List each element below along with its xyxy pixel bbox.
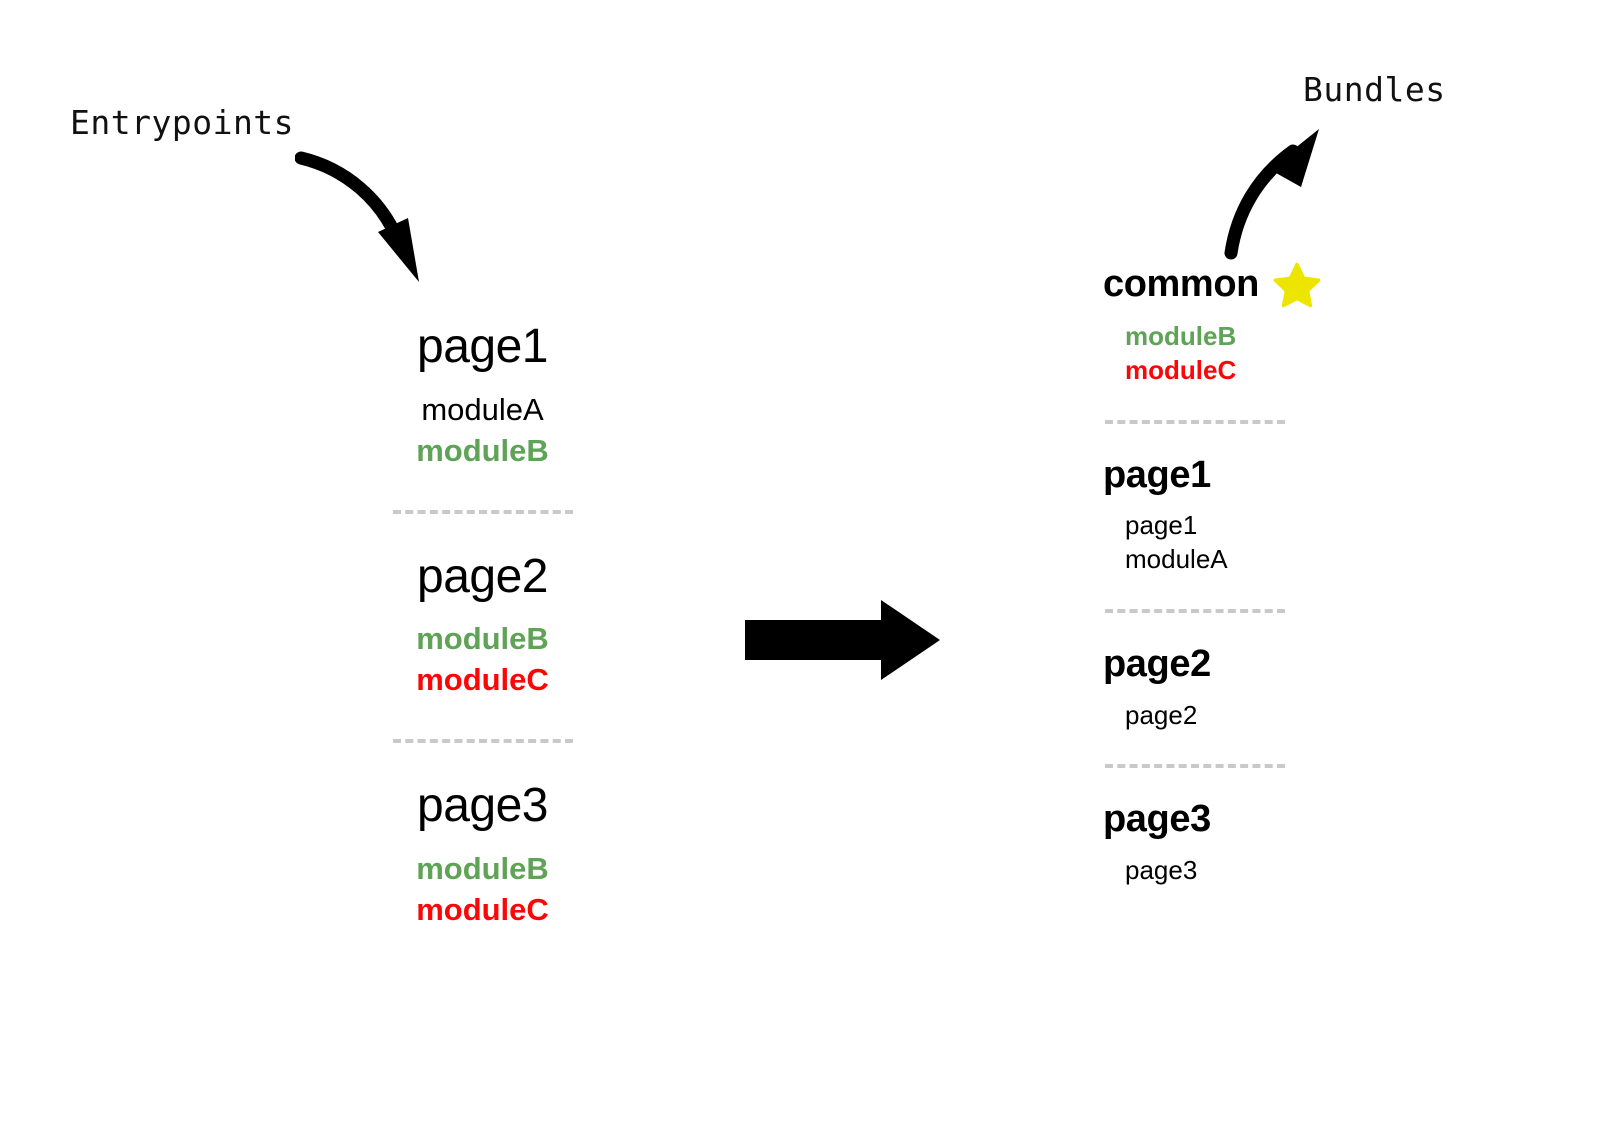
entrypoints-label: Entrypoints [70,103,295,142]
bundles-column: common moduleB moduleC page1 page1 modul… [1103,262,1433,888]
module-item: moduleB [416,621,549,657]
entrypoint-heading: page2 [417,549,548,603]
module-item: moduleA [1125,544,1228,575]
curved-arrow-up-right-icon [1224,129,1319,260]
group-separator [1105,764,1285,769]
right-block-arrow-icon [745,600,940,680]
bundle-heading: common [1103,263,1259,306]
module-item: page2 [1125,699,1198,730]
module-item: moduleC [1125,354,1237,385]
group-separator [392,739,573,744]
group-separator [1105,419,1285,424]
module-item: moduleB [416,850,549,886]
bundle-group: page2 page2 [1103,643,1433,732]
bundle-heading: page3 [1103,798,1211,841]
module-item: page3 [1125,855,1198,886]
bundle-group: page3 page3 [1103,798,1433,887]
module-item: moduleB [416,432,549,468]
group-separator [1105,608,1285,613]
entrypoint-module-list: moduleB moduleC [330,849,635,931]
curved-arrow-down-right-icon [295,151,419,282]
entrypoint-heading: page1 [417,320,548,373]
entrypoint-module-list: moduleA moduleB [330,390,635,472]
bundle-group: common moduleB moduleC [1103,262,1433,388]
bundle-module-list: page2 [1125,699,1433,733]
entrypoints-column: page1 moduleA moduleB page2 moduleB modu… [330,320,635,931]
bundle-module-list: page3 [1125,854,1433,888]
bundle-heading-row: page3 [1103,798,1433,842]
bundle-group: page1 page1 moduleA [1103,454,1433,577]
bundle-heading: page2 [1103,642,1211,685]
group-separator [392,509,573,514]
entrypoint-group: page3 moduleB moduleC [330,779,635,931]
module-item: page1 [1125,510,1198,541]
entrypoint-module-list: moduleB moduleC [330,619,635,701]
module-item: moduleA [421,391,544,427]
bundle-heading-row: page2 [1103,643,1433,687]
module-item: moduleB [1125,321,1237,351]
module-item: moduleC [416,662,549,698]
bundle-module-list: moduleB moduleC [1125,320,1433,388]
bundle-heading-row: page1 [1103,454,1433,498]
entrypoint-heading: page3 [417,779,548,833]
bundles-label: Bundles [1303,70,1446,109]
bundle-heading: page1 [1103,453,1211,496]
star-icon [1273,262,1321,308]
bundle-module-list: page1 moduleA [1125,509,1433,577]
module-item: moduleC [416,891,549,927]
entrypoint-group: page1 moduleA moduleB [330,320,635,472]
entrypoint-group: page2 moduleB moduleC [330,550,635,702]
bundle-heading-row: common [1103,262,1433,308]
